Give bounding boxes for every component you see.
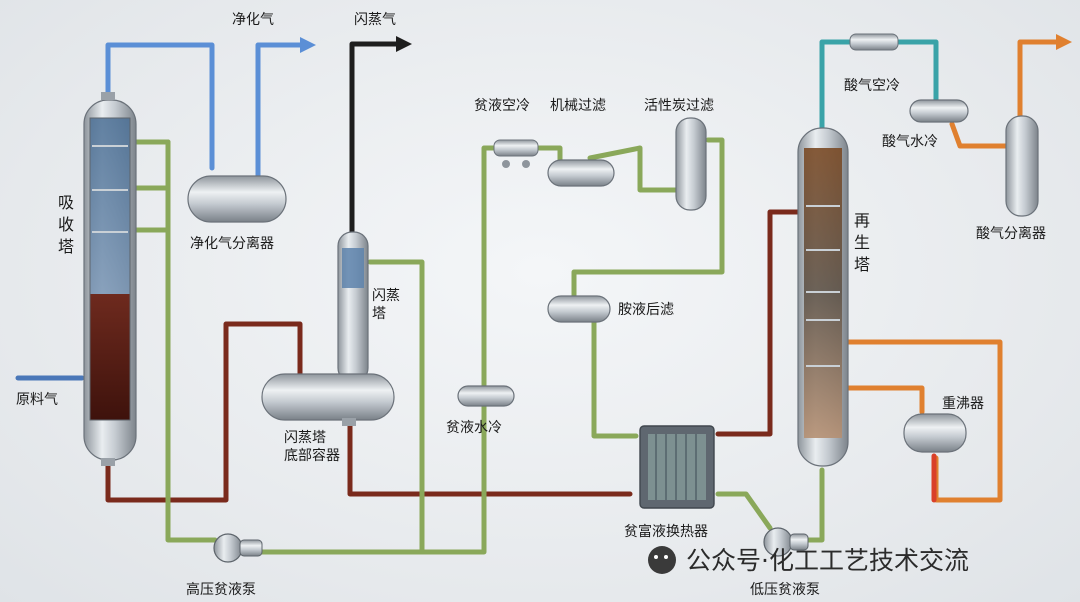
watermark: 公众号·化工工艺技术交流 [648, 546, 969, 575]
acid-gas-water-cooler-label: 酸气水冷 [882, 134, 938, 150]
activated-carbon-filter [675, 117, 707, 211]
absorber-tower [83, 92, 137, 466]
acid-vapor-outlet [1017, 39, 1061, 121]
flash-tower-label-2: 塔 [372, 306, 386, 322]
absorber-label-1: 吸 [58, 193, 74, 212]
flash-tower [337, 231, 369, 383]
reboiler-label: 重沸器 [942, 396, 984, 412]
regenerator-label-2: 生 [854, 233, 870, 252]
amine-post-filter-label: 胺液后滤 [618, 302, 674, 318]
rich-amine-pipe-absorber [105, 321, 303, 503]
air-cooler-to-filter [535, 145, 563, 163]
flash-gas-arrow-icon [396, 36, 412, 52]
purified-gas-separator [187, 175, 287, 223]
flash-lean-pipe [367, 259, 425, 555]
lean-air-cooler-label: 贫液空冷 [474, 98, 530, 114]
lp-lean-pump-label: 低压贫液泵 [750, 582, 820, 598]
lean-amine-main-pipe [165, 139, 218, 543]
purified-gas-separator-label: 净化气分离器 [190, 235, 274, 252]
mechanical-filter-label: 机械过滤 [550, 98, 606, 114]
flash-bottom-vessel [261, 373, 395, 426]
lean-water-cooler-label: 贫液水冷 [446, 420, 502, 436]
acid-gas-separator [1005, 115, 1039, 217]
postfilter-to-exchanger [591, 319, 639, 439]
acid-gas-water-cooler [909, 99, 969, 123]
rich-amine-pipe-flash [347, 423, 633, 497]
lean-rich-exchanger-label: 贫富液换热器 [624, 523, 708, 540]
exchanger-to-lp-pump [715, 491, 773, 531]
flash-bottom-vessel-label-2: 底部容器 [284, 447, 340, 464]
regenerator-label-3: 塔 [854, 255, 870, 274]
purified-gas-arrow-icon [300, 37, 316, 53]
acid-gas-air-cooler [849, 33, 899, 51]
acid-gas-separator-label: 酸气分离器 [976, 225, 1046, 242]
flash-gas-pipe [349, 41, 401, 235]
watermark-text: 公众号·化工工艺技术交流 [686, 546, 969, 575]
reboiler [903, 413, 967, 453]
flash-bottom-vessel-label-1: 闪蒸塔 [284, 430, 326, 446]
regen-bottom-to-lp-pump [803, 467, 825, 543]
flash-tower-label-1: 闪蒸 [372, 288, 400, 304]
pipes [15, 39, 1061, 555]
acid-gas-air-cooler-label: 酸气空冷 [844, 78, 900, 94]
purified-gas-pipe [105, 42, 215, 171]
exchanger-plates [655, 434, 697, 500]
filter-to-carbon [587, 145, 679, 193]
lp-lean-pump[interactable] [763, 527, 809, 557]
acid-vapor-pipe [949, 121, 1013, 149]
lean-water-cooler [457, 385, 515, 407]
lean-air-cooler [493, 139, 539, 168]
flash-gas-label: 闪蒸气 [354, 12, 396, 28]
wechat-icon [648, 546, 676, 574]
labels: 净化气 闪蒸气 原料气 净化气分离器 闪蒸塔 底部容器 贫液空冷 机械过滤 活性… [16, 12, 1046, 598]
purified-gas-label: 净化气 [232, 12, 274, 28]
flow-arrows [300, 34, 1072, 53]
mechanical-filter [547, 159, 615, 187]
hp-pump-discharge [259, 145, 503, 555]
regenerator-label-1: 再 [854, 211, 870, 230]
lean-rich-exchanger [639, 425, 715, 509]
carbon-to-postfilter [571, 137, 725, 299]
absorber-label-2: 收 [58, 215, 74, 234]
acid-gas-cooler-link [895, 39, 939, 103]
activated-carbon-filter-label: 活性炭过滤 [644, 98, 714, 114]
purified-gas-outlet-pipe [255, 42, 303, 181]
absorber-label-3: 塔 [58, 237, 74, 256]
absorber-trays [92, 145, 128, 233]
hp-lean-pump-label: 高压贫液泵 [186, 581, 256, 598]
feed-gas-label: 原料气 [16, 392, 58, 408]
hp-lean-pump[interactable] [213, 533, 263, 563]
reboiler-feed-pipe [845, 385, 925, 415]
acid-gas-pipe [819, 39, 853, 133]
amine-post-filter [547, 295, 611, 323]
rich-amine-pipe-regen [715, 209, 803, 437]
regenerator-trays [806, 205, 840, 367]
regenerator-tower [797, 127, 849, 467]
acid-vapor-arrow-icon [1056, 34, 1072, 50]
